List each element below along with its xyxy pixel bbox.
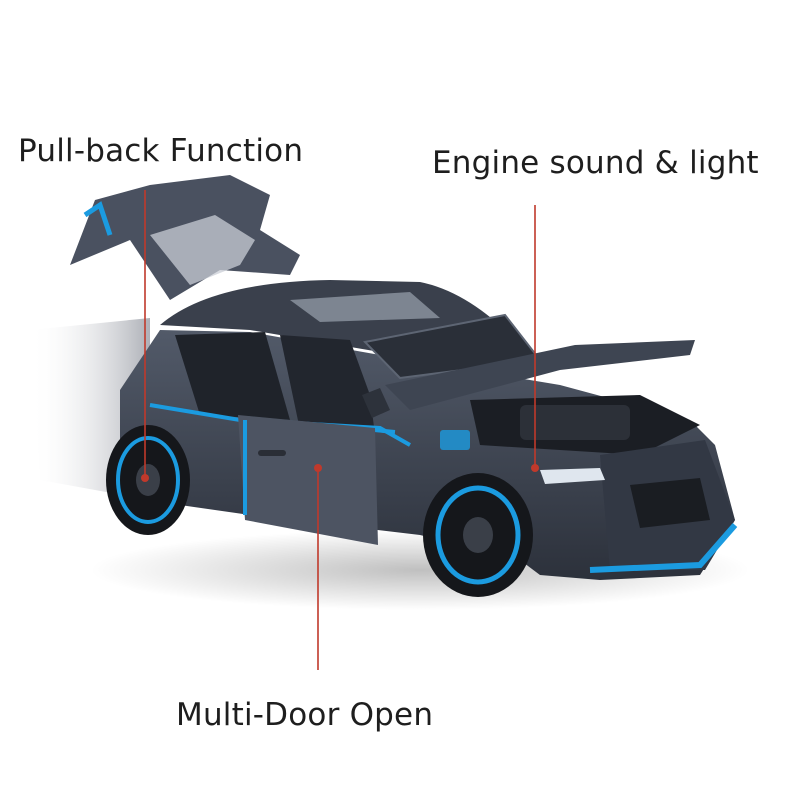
- upper-door-window: [150, 215, 255, 285]
- pull-back-leader-dot: [141, 474, 149, 482]
- callout-pull-back-function: Pull-back Function: [18, 133, 304, 169]
- door-handle: [258, 450, 286, 456]
- open-front-door: [238, 415, 378, 545]
- door-opening-front: [280, 335, 375, 435]
- grille: [630, 478, 710, 528]
- callout-multi-door-open: Multi-Door Open: [176, 697, 434, 733]
- front-wheel: [423, 473, 533, 597]
- doors-leader-dot: [314, 464, 322, 472]
- door-opening-rear: [175, 332, 290, 420]
- side-mirror: [362, 388, 390, 418]
- engine-block: [520, 405, 630, 440]
- open-hood: [385, 340, 695, 410]
- sunroof: [290, 292, 440, 322]
- upper-door-trim: [83, 201, 113, 236]
- blue-trim-bumper: [589, 523, 738, 573]
- blue-vents: [440, 430, 470, 450]
- engine-leader-dot: [531, 464, 539, 472]
- callout-engine-sound-light: Engine sound & light: [432, 145, 759, 181]
- headlight: [540, 468, 605, 484]
